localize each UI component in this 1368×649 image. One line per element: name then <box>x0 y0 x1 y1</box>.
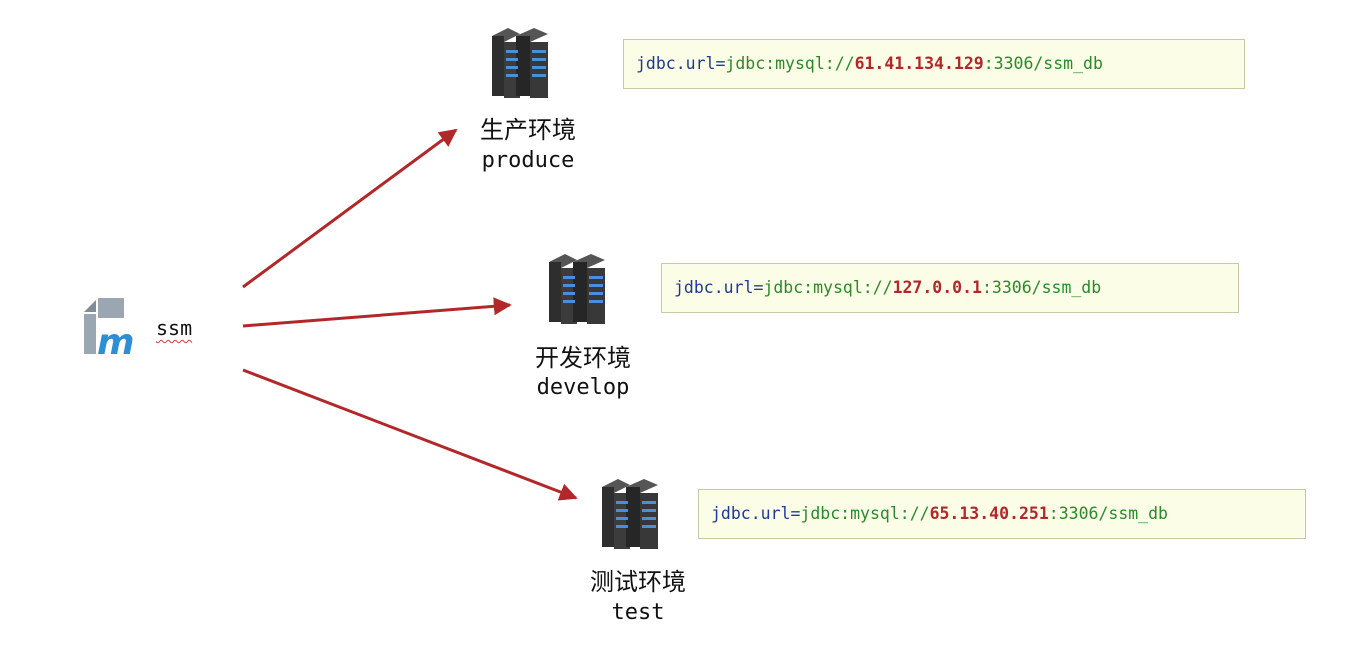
env-name-en: develop <box>536 375 630 400</box>
config-eq: = <box>715 54 726 73</box>
config-suffix: :3306/ssm_db <box>1048 504 1168 523</box>
config-key: jdbc.url <box>711 504 791 523</box>
arrow-to-develop <box>242 297 512 328</box>
svg-text:m: m <box>97 322 135 358</box>
project-name: ssm <box>156 316 193 340</box>
maven-module-icon: m <box>80 296 138 363</box>
server-icon <box>486 22 566 102</box>
config-box-develop: jdbc.url=jdbc:mysql://127.0.0.1:3306/ssm… <box>661 263 1239 313</box>
config-key: jdbc.url <box>674 278 754 297</box>
arrow-to-test <box>242 368 578 501</box>
config-box-produce: jdbc.url=jdbc:mysql://61.41.134.129:3306… <box>623 39 1245 89</box>
server-icon <box>596 473 676 553</box>
config-box-test: jdbc.url=jdbc:mysql://65.13.40.251:3306/… <box>698 489 1306 539</box>
config-eq: = <box>790 504 801 523</box>
config-ip: 127.0.0.1 <box>892 278 982 297</box>
config-key: jdbc.url <box>636 54 716 73</box>
config-ip: 61.41.134.129 <box>854 54 984 73</box>
config-prefix: jdbc:mysql:// <box>763 278 893 297</box>
config-eq: = <box>753 278 764 297</box>
env-name-cn: 测试环境 <box>590 568 686 596</box>
config-suffix: :3306/ssm_db <box>983 54 1103 73</box>
config-prefix: jdbc:mysql:// <box>800 504 930 523</box>
env-name-cn: 开发环境 <box>535 344 631 372</box>
config-suffix: :3306/ssm_db <box>981 278 1102 297</box>
config-prefix: jdbc:mysql:// <box>725 54 855 73</box>
env-name-en: produce <box>481 148 575 173</box>
arrow-to-produce <box>242 128 458 289</box>
server-icon <box>543 248 623 328</box>
env-name-cn: 生产环境 <box>480 116 576 144</box>
config-ip: 65.13.40.251 <box>929 504 1049 523</box>
env-name-en: test <box>611 600 665 625</box>
